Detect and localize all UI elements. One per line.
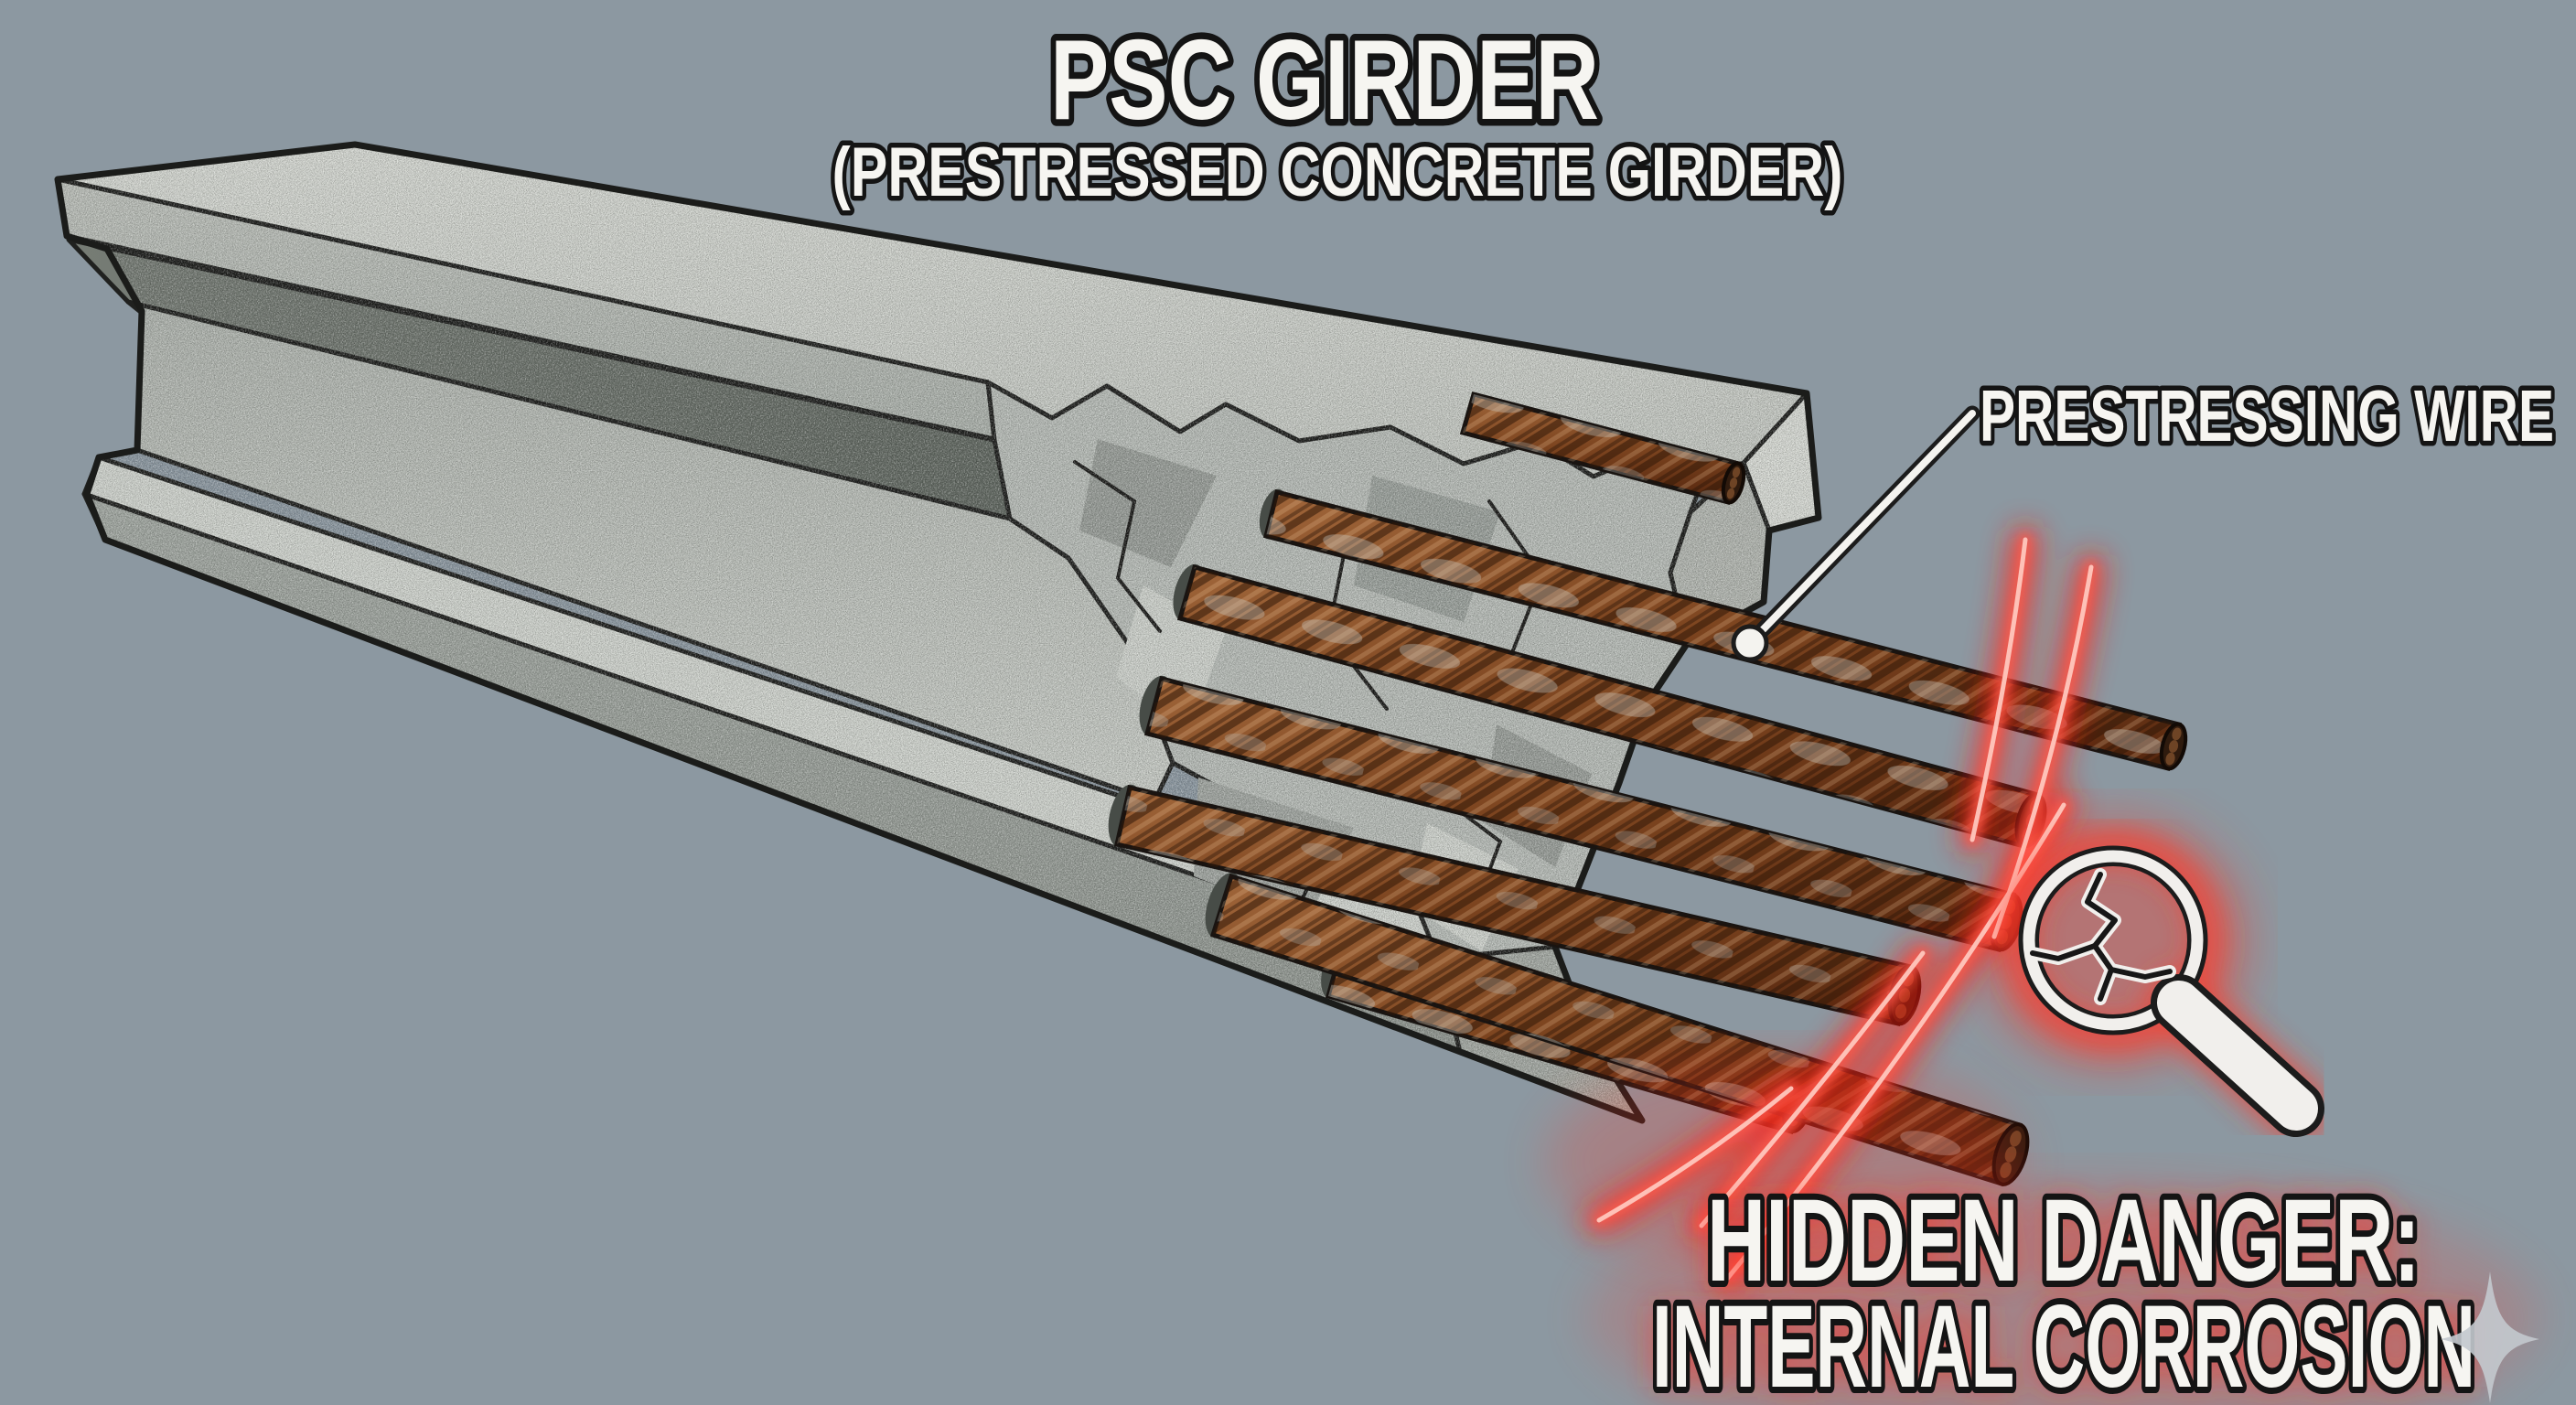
warning-line2-glow: INTERNAL CORROSION <box>1652 1282 2475 1405</box>
page-title: PSC GIRDER <box>1050 17 1599 144</box>
prestressing-wire-label: PRESTRESSING WIRE <box>1980 375 2554 456</box>
wire-cut-end <box>2159 722 2188 771</box>
wire-cut-end <box>1721 461 1746 505</box>
prestressing-wire <box>1176 563 2047 850</box>
prestressing-wire <box>1114 785 1922 1026</box>
prestressing-wire <box>1143 675 2023 953</box>
page-subtitle: (PRESTRESSED CONCRETE GIRDER) <box>832 134 1843 211</box>
callout-leader <box>1731 405 1980 662</box>
prestressing-wire <box>1459 391 1746 506</box>
warning-line1-glow: HIDDEN DANGER: <box>1707 1175 2420 1306</box>
warning-line2: INTERNAL CORROSION <box>1652 1282 2475 1405</box>
warning-line1: HIDDEN DANGER: <box>1707 1175 2420 1306</box>
prestressing-wire <box>1262 488 2188 772</box>
leader-dot <box>1731 624 1769 662</box>
magnifier-crack-icon <box>2004 831 2326 1139</box>
prestressing-wires <box>1114 391 2188 1187</box>
text-layer: PSC GIRDER (PRESTRESSED CONCRETE GIRDER)… <box>827 11 2560 1405</box>
crack-glyph <box>2026 868 2176 1005</box>
sparkle-icon <box>2441 1271 2539 1403</box>
